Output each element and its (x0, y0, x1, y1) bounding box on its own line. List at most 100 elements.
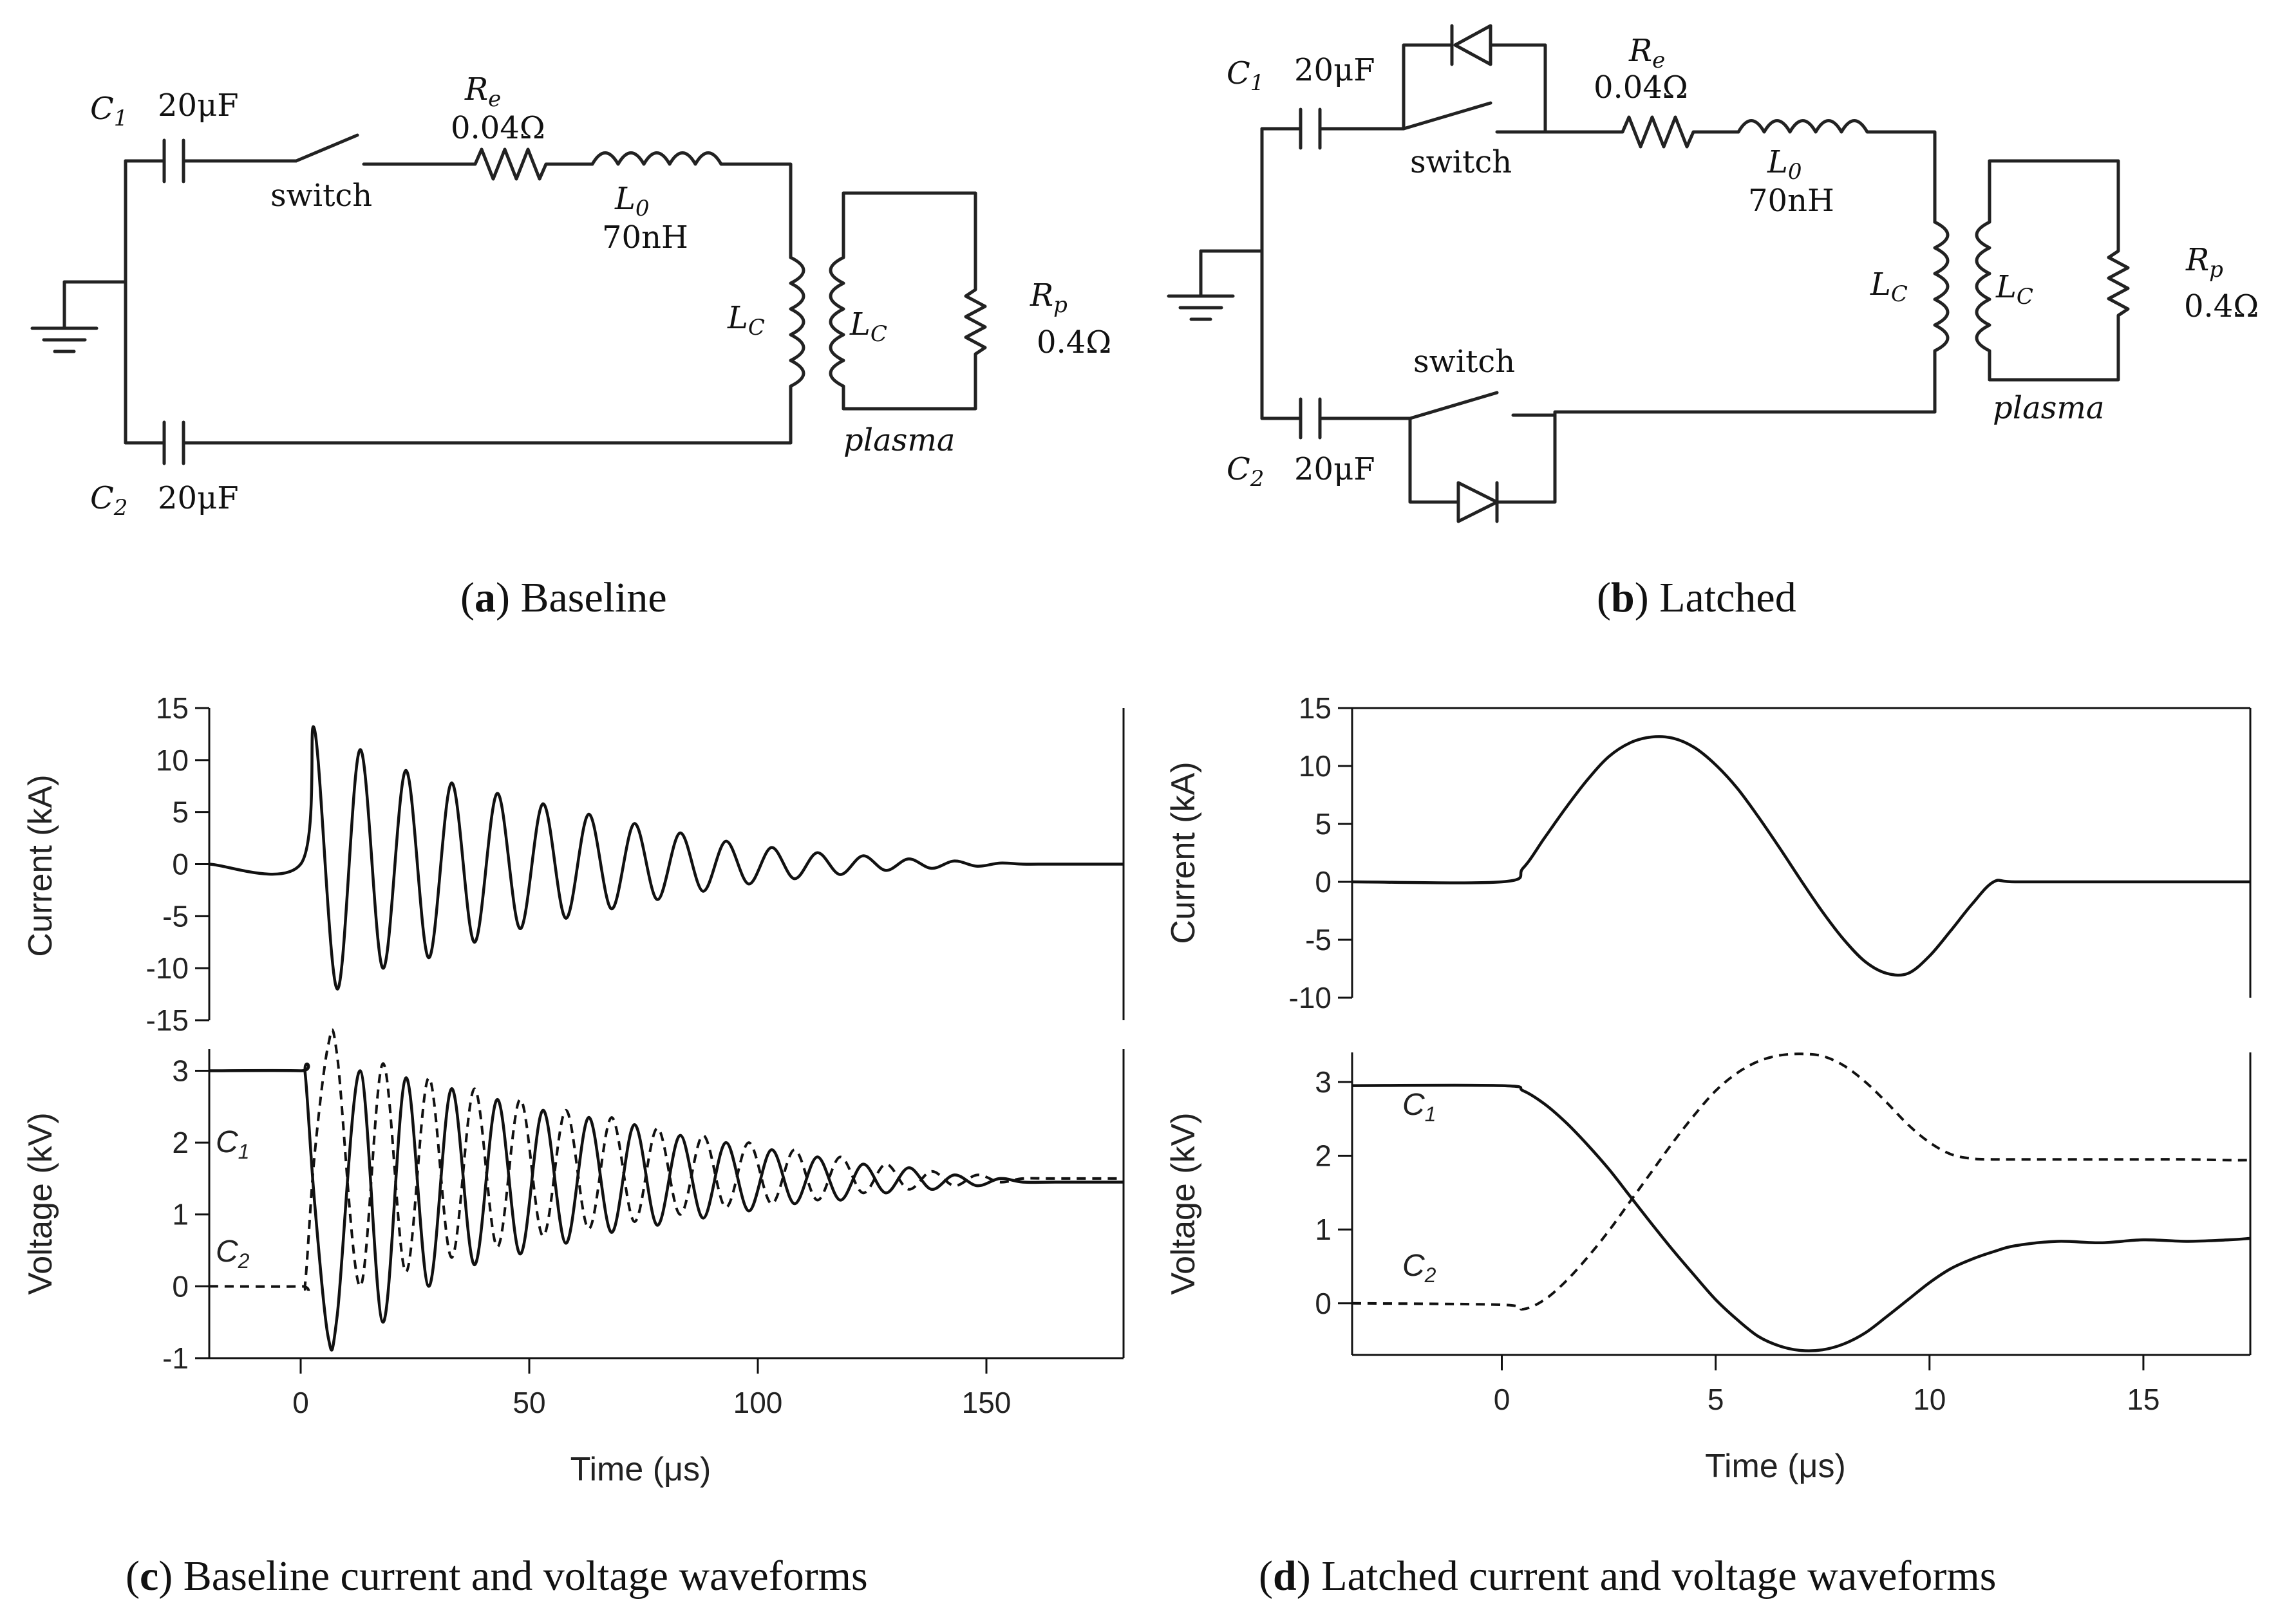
y-tick-label: -1 (162, 1341, 189, 1375)
lc-primary-label: LC (727, 300, 765, 341)
caption-c: (c) Baseline current and voltage wavefor… (126, 1553, 868, 1600)
ground-symbol (1167, 249, 1264, 321)
c2-label: C2 (1227, 451, 1264, 492)
plasma-label: plasma (1993, 390, 2104, 426)
l0-label: L0 (614, 181, 650, 221)
lc-secondary-label: LC (849, 306, 887, 347)
re-label: Re (1628, 33, 1665, 73)
series-line-c1 (209, 1062, 1124, 1352)
y-tick-label: 0 (172, 848, 189, 881)
c2-value: 20μF (1294, 451, 1375, 487)
y-tick-label: 0 (1315, 1287, 1332, 1320)
series-line-c1 (1351, 1083, 2251, 1352)
inductor-lc-primary (1933, 220, 1950, 414)
inductor-l0 (1736, 119, 1937, 224)
plasma-loop (1975, 159, 2130, 382)
y-tick-label: 2 (1315, 1139, 1332, 1172)
switch-top-label: switch (1410, 144, 1512, 180)
y-axis-title: Voltage (kV) (1165, 1112, 1202, 1294)
y-tick-label: -5 (162, 899, 189, 933)
rp-label: Rp (1030, 277, 1068, 318)
y-tick-label: 5 (172, 796, 189, 829)
y-tick-label: -10 (146, 951, 189, 985)
lc-primary-label: LC (1870, 266, 1908, 307)
y-tick-label: 1 (1315, 1213, 1332, 1246)
c2-value: 20μF (158, 480, 239, 516)
c1-value: 20μF (158, 88, 239, 124)
y-tick-label: 0 (172, 1269, 189, 1303)
c1-label: C1 (90, 91, 127, 131)
switch-label: switch (270, 178, 372, 214)
y-axis-title: Voltage (kV) (22, 1112, 59, 1294)
capacitor-c1 (124, 138, 298, 183)
circuit-baseline: C1 20μF switch Re 0.04Ω L0 70nH LC LC Rp… (30, 71, 1111, 621)
x-tick-label: 15 (2127, 1383, 2160, 1416)
series-line-current (209, 725, 1124, 991)
x-tick-label: 10 (1913, 1383, 1946, 1416)
y-tick-label: -5 (1305, 923, 1332, 957)
l0-label: L0 (1767, 144, 1802, 185)
re-label: Re (464, 71, 501, 112)
re-value: 0.04Ω (1594, 70, 1688, 106)
l0-value: 70nH (1748, 183, 1834, 219)
y-tick-label: -10 (1289, 981, 1332, 1014)
series-line-c2 (1351, 1052, 2251, 1311)
rp-value: 0.4Ω (1037, 324, 1111, 360)
capacitor-c1 (1260, 107, 1406, 150)
capacitor-c2 (1260, 397, 1412, 440)
caption-a: (a) Baseline (460, 574, 667, 621)
x-tick-label: 0 (1494, 1383, 1511, 1416)
y-tick-label: 0 (1315, 865, 1332, 899)
x-tick-label: 100 (733, 1386, 783, 1419)
ground-symbol (30, 280, 127, 353)
y-axis-title: Current (kA) (22, 774, 59, 957)
y-tick-label: 3 (1315, 1065, 1332, 1099)
l0-value: 70nH (602, 219, 688, 256)
re-value: 0.04Ω (451, 110, 545, 146)
inductor-l0 (590, 151, 793, 259)
y-tick-label: 15 (156, 691, 189, 725)
series-line-current (1351, 735, 2250, 977)
rp-label: Rp (2185, 242, 2223, 283)
x-axis-title: Time (μs) (570, 1451, 711, 1488)
switch-main (294, 133, 466, 166)
y-axis-title: Current (kA) (1165, 761, 1202, 944)
series-label-c2-baseline: C2 (216, 1235, 250, 1273)
y-tick-label: 15 (1299, 691, 1332, 725)
series-line-c2 (209, 1028, 1124, 1294)
inductor-lc-primary (789, 256, 805, 445)
c1-value: 20μF (1294, 52, 1375, 88)
caption-b: (b) Latched (1597, 574, 1796, 621)
y-tick-label: -15 (146, 1003, 189, 1037)
switch-bottom (1408, 391, 1937, 420)
rp-value: 0.4Ω (2184, 288, 2259, 324)
capacitor-c2 (124, 420, 793, 465)
x-tick-label: 150 (962, 1386, 1012, 1419)
x-tick-label: 0 (292, 1386, 309, 1419)
y-tick-label: 5 (1315, 807, 1332, 841)
y-tick-label: 10 (1299, 749, 1332, 783)
plasma-loop (829, 191, 987, 411)
y-tick-label: 2 (172, 1126, 189, 1159)
caption-d: (d) Latched current and voltage waveform… (1259, 1553, 1996, 1600)
diode-top (1402, 24, 1547, 134)
x-axis-title: Time (μs) (1705, 1448, 1846, 1485)
resistor-re (462, 147, 594, 181)
c2-label: C2 (90, 480, 127, 521)
switch-top (1402, 101, 1615, 134)
series-label-c1-baseline: C1 (216, 1125, 249, 1163)
resistor-re (1611, 115, 1740, 149)
series-label-c1-latched: C1 (1402, 1088, 1436, 1126)
c1-label: C1 (1227, 55, 1264, 96)
circuit-latched: C1 20μF switch Re 0.04Ω L0 70nH LC LC Rp… (1167, 24, 2259, 621)
x-tick-label: 5 (1708, 1383, 1724, 1416)
y-tick-label: 3 (172, 1054, 189, 1087)
switch-bottom-label: switch (1413, 344, 1515, 380)
y-tick-label: 10 (156, 743, 189, 777)
series-label-c2-latched: C2 (1402, 1249, 1436, 1287)
